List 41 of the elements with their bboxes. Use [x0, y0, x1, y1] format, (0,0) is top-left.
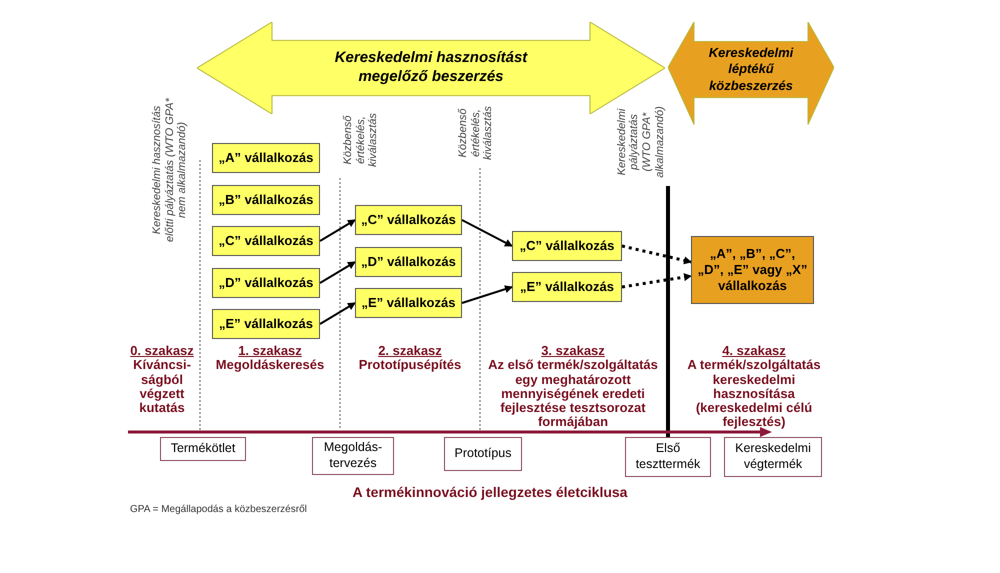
company-box: „E” vállalkozás [212, 309, 320, 339]
stage-heading: 4. szakasz [722, 344, 786, 358]
company-box: „C” vállalkozás [212, 226, 320, 256]
company-box: „A”, „B”, „C”, „D”, „E” vagy „X” vállalkozás [691, 236, 814, 304]
stage-description: A termék/szolgáltatás kereskedelmi hasznosítása (kereskedelmi célú fejlesztés) [686, 358, 822, 430]
company-box: „E” vállalkozás [512, 272, 622, 302]
milestone-box: Prototípus [444, 437, 522, 471]
milestone-box: Termékötlet [160, 437, 246, 461]
milestone-box: Megoldás- tervezés [312, 437, 394, 475]
milestone-box: Első teszttermék [625, 437, 711, 477]
banner-text: Kereskedelmi hasznosítást megelőző beszerzés [334, 49, 529, 87]
company-box: „D” vállalkozás [212, 268, 320, 298]
vertical-note: Kereskedelmi hasznosítás előtti pályáztatás (WTO GPA* nem alkalmazandó) [150, 96, 190, 244]
arrow [462, 219, 513, 247]
vertical-note: Közbenső értékelés, kiválasztás [456, 105, 496, 162]
vertical-note: Kereskedelmi pályáztatás (WTO GPA* alkalmazandó) [614, 105, 667, 180]
banner-text: Kereskedelmi léptékű közbeszerzés [708, 45, 794, 94]
milestone-box: Kereskedelmi végtermék [724, 437, 822, 477]
stage-description: Prototípusépítés [358, 358, 462, 373]
arrow [462, 285, 513, 304]
company-box: „C” vállalkozás [355, 205, 462, 235]
stage-heading: 1. szakasz [238, 344, 302, 358]
diagram-title: A termékinnováció jellegzetes életciklusa [352, 483, 628, 502]
company-box: „C” vállalkozás [512, 231, 622, 261]
stage-heading: 2. szakasz [378, 344, 442, 358]
stage-description: Az első termék/szolgáltatás egy meghatározott mennyiségének eredeti fejlesztése tesztsorozat formájában [487, 358, 659, 430]
arrow [319, 261, 356, 284]
company-box: „D” vállalkozás [355, 247, 462, 277]
company-box: „A” vállalkozás [212, 143, 320, 173]
stage-description: Megoldáskeresés [216, 358, 324, 373]
footnote: GPA = Megállapodás a közbeszerzésről [130, 503, 307, 517]
stage-description: Kíváncsi- ságból végzett kutatás [132, 358, 192, 416]
arrow [622, 244, 692, 264]
company-box: „E” vállalkozás [355, 288, 462, 318]
stage-heading: 0. szakasz [130, 344, 194, 358]
arrow [319, 302, 356, 325]
vertical-note: Közbenső értékelés, kiválasztás [341, 112, 380, 169]
arrow [319, 219, 356, 242]
company-box: „B” vállalkozás [212, 185, 320, 215]
stage-heading: 3. szakasz [541, 344, 605, 358]
arrow [622, 273, 692, 288]
